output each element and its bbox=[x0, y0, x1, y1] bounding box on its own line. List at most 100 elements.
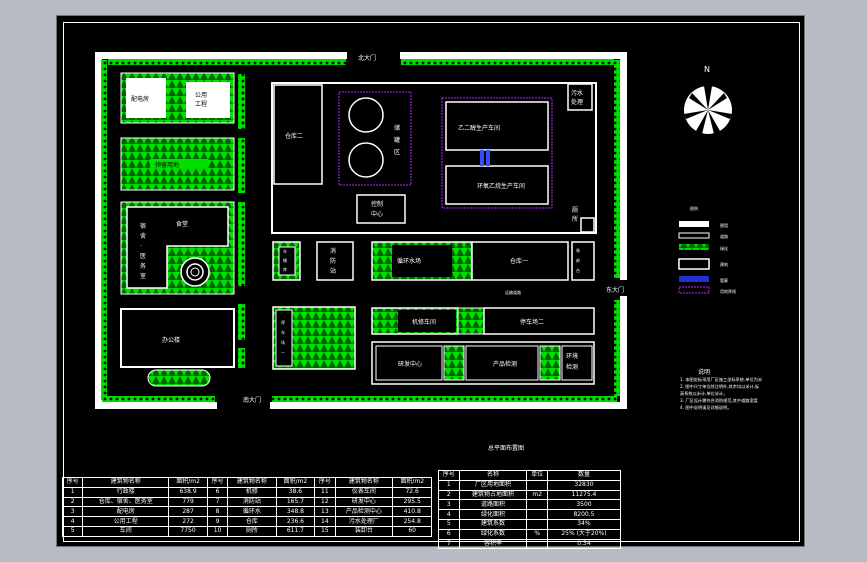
north-gate-label: 北大门 bbox=[358, 54, 376, 62]
carwash-label-3: 库 bbox=[283, 266, 287, 272]
fire-label-3: 站 bbox=[330, 267, 336, 275]
compass-north-label: N bbox=[704, 65, 710, 74]
legend-item-boundary: 用地界线 bbox=[720, 288, 736, 294]
table-cell: 循环水 bbox=[227, 506, 277, 518]
legend-item-wall: 围墙 bbox=[720, 222, 728, 228]
table-cell: 779 bbox=[168, 496, 208, 508]
table-cell: 消防站 bbox=[227, 496, 277, 508]
table-header-cell: 建筑物名称 bbox=[334, 477, 394, 488]
power-room-label: 配电房 bbox=[131, 95, 149, 103]
table-cell: 10 bbox=[206, 525, 229, 537]
table-header-cell: 建筑物名称 bbox=[227, 477, 277, 488]
table-cell: 绿化面积 bbox=[458, 509, 528, 520]
tank-label-1: 储 bbox=[394, 124, 400, 132]
table-cell: 仓库 bbox=[227, 516, 277, 527]
control-center-label-1: 控制 bbox=[371, 200, 383, 208]
table-cell: 14 bbox=[314, 516, 336, 527]
compass-rose bbox=[684, 86, 732, 134]
table-cell: 7 bbox=[206, 496, 229, 508]
legend-item-green: 绿化 bbox=[720, 245, 728, 251]
table-header-cell: 面积/m2 bbox=[275, 477, 316, 488]
env-test-label-2: 检测 bbox=[566, 363, 578, 371]
table-cell: 绿化系数 bbox=[458, 528, 528, 540]
table-cell: 4 bbox=[438, 509, 460, 520]
legend-item-road: 道路 bbox=[720, 233, 728, 239]
table-cell: 11275.4 bbox=[546, 489, 622, 501]
production-area: 仓库二 储 罐 区 控制 中心 乙二醇生产车间 环氧乙烷生产车间 污水 处理 厕… bbox=[271, 82, 597, 234]
table-cell: 4 bbox=[61, 516, 84, 527]
table-cell: 7750 bbox=[168, 525, 208, 537]
parking-2-label: 停车场二 bbox=[520, 318, 544, 326]
toilet-label-2: 所 bbox=[572, 215, 578, 223]
table-cell: 车间 bbox=[82, 525, 170, 537]
table-cell: 34% bbox=[546, 518, 622, 530]
table-cell: 3500 bbox=[546, 499, 622, 511]
table-cell: 611.7 bbox=[275, 525, 316, 537]
table-cell: 295.5 bbox=[392, 496, 432, 508]
table-cell: 6 bbox=[438, 528, 460, 540]
table-cell: 2 bbox=[438, 489, 460, 501]
table-header-cell: 序号 bbox=[206, 477, 229, 488]
table-header-cell: 面积/m2 bbox=[392, 477, 432, 488]
dorm-label-5: 务 bbox=[140, 262, 146, 270]
table-cell: 产品检测中心 bbox=[334, 506, 394, 518]
parking-1-label-4: 一 bbox=[281, 350, 285, 355]
table-header-cell: 单位 bbox=[526, 470, 548, 481]
table-cell: 0.34 bbox=[546, 538, 622, 550]
notes-line: 3. 厂区设计需符合消防规范,其中道路宽度 bbox=[680, 398, 758, 403]
plan-title: 总平面布置图 bbox=[488, 444, 524, 452]
carwash-label-1: 车 bbox=[283, 248, 287, 254]
table-cell: 348.8 bbox=[275, 506, 316, 518]
drawing-frame bbox=[63, 22, 800, 542]
utility-label-1: 公用 bbox=[195, 92, 207, 99]
dorm-label-6: 室 bbox=[140, 272, 146, 280]
table-cell: 污水处理厂 bbox=[334, 516, 394, 527]
parking-1-label-3: 场 bbox=[281, 339, 285, 345]
table-cell: 8200.5 bbox=[546, 509, 622, 520]
table-cell: 9 bbox=[206, 516, 229, 527]
utility-label-2: 工程 bbox=[195, 100, 207, 108]
tank-label-2: 罐 bbox=[394, 136, 400, 144]
table-header-cell: 名称 bbox=[458, 470, 528, 481]
wastewater-label-2: 处理 bbox=[571, 98, 583, 106]
table-cell bbox=[526, 509, 548, 520]
table-header-row: 序号名称单位数量 bbox=[438, 470, 622, 481]
table-cell: 32830 bbox=[546, 479, 622, 491]
notes-line: 1. 本图坐标采用厂区施工坐标系统,单位为米 bbox=[680, 377, 763, 382]
table-cell: 12 bbox=[314, 496, 336, 508]
notes-title: 说明 bbox=[698, 369, 711, 376]
table-cell: 建筑物占地面积 bbox=[458, 489, 528, 501]
wastewater-label-1: 污水 bbox=[571, 89, 583, 97]
table-cell: 3 bbox=[438, 499, 460, 511]
legend-item-pipe: 管廊 bbox=[720, 277, 728, 283]
table-cell: 15 bbox=[314, 525, 336, 537]
table-header-cell: 面积/m2 bbox=[168, 477, 208, 488]
perimeter-wall bbox=[95, 52, 627, 409]
diglycol-label: 乙二醇生产车间 bbox=[458, 124, 500, 132]
table-cell: 配电房 bbox=[82, 506, 170, 518]
lower-area: 停 车 场 一 机修车间 停车场二 研发中心 产品检测 环境 检测 bbox=[272, 306, 595, 385]
dorm-label-1: 宿 bbox=[140, 222, 146, 230]
notes-line: 2. 图中尺寸单位除注明外,其余均以米计,标 bbox=[680, 384, 760, 389]
dorm-canteen-block: 食堂 宿 舍 · 医 务 室 bbox=[120, 201, 235, 295]
table-cell: 装卸台 bbox=[334, 525, 394, 537]
south-gate-label: 南大门 bbox=[243, 396, 261, 404]
table-cell: 638.9 bbox=[168, 486, 208, 498]
office-label: 办公楼 bbox=[162, 336, 180, 344]
table-cell: 研发中心 bbox=[334, 496, 394, 508]
loading-label-3: 台 bbox=[576, 267, 580, 273]
table-header-cell: 数量 bbox=[546, 470, 622, 481]
table-cell: 容积率 bbox=[458, 538, 528, 550]
table-cell: 5 bbox=[438, 518, 460, 530]
repair-shop-label: 机修车间 bbox=[412, 318, 436, 326]
table-cell: 8 bbox=[206, 506, 229, 518]
